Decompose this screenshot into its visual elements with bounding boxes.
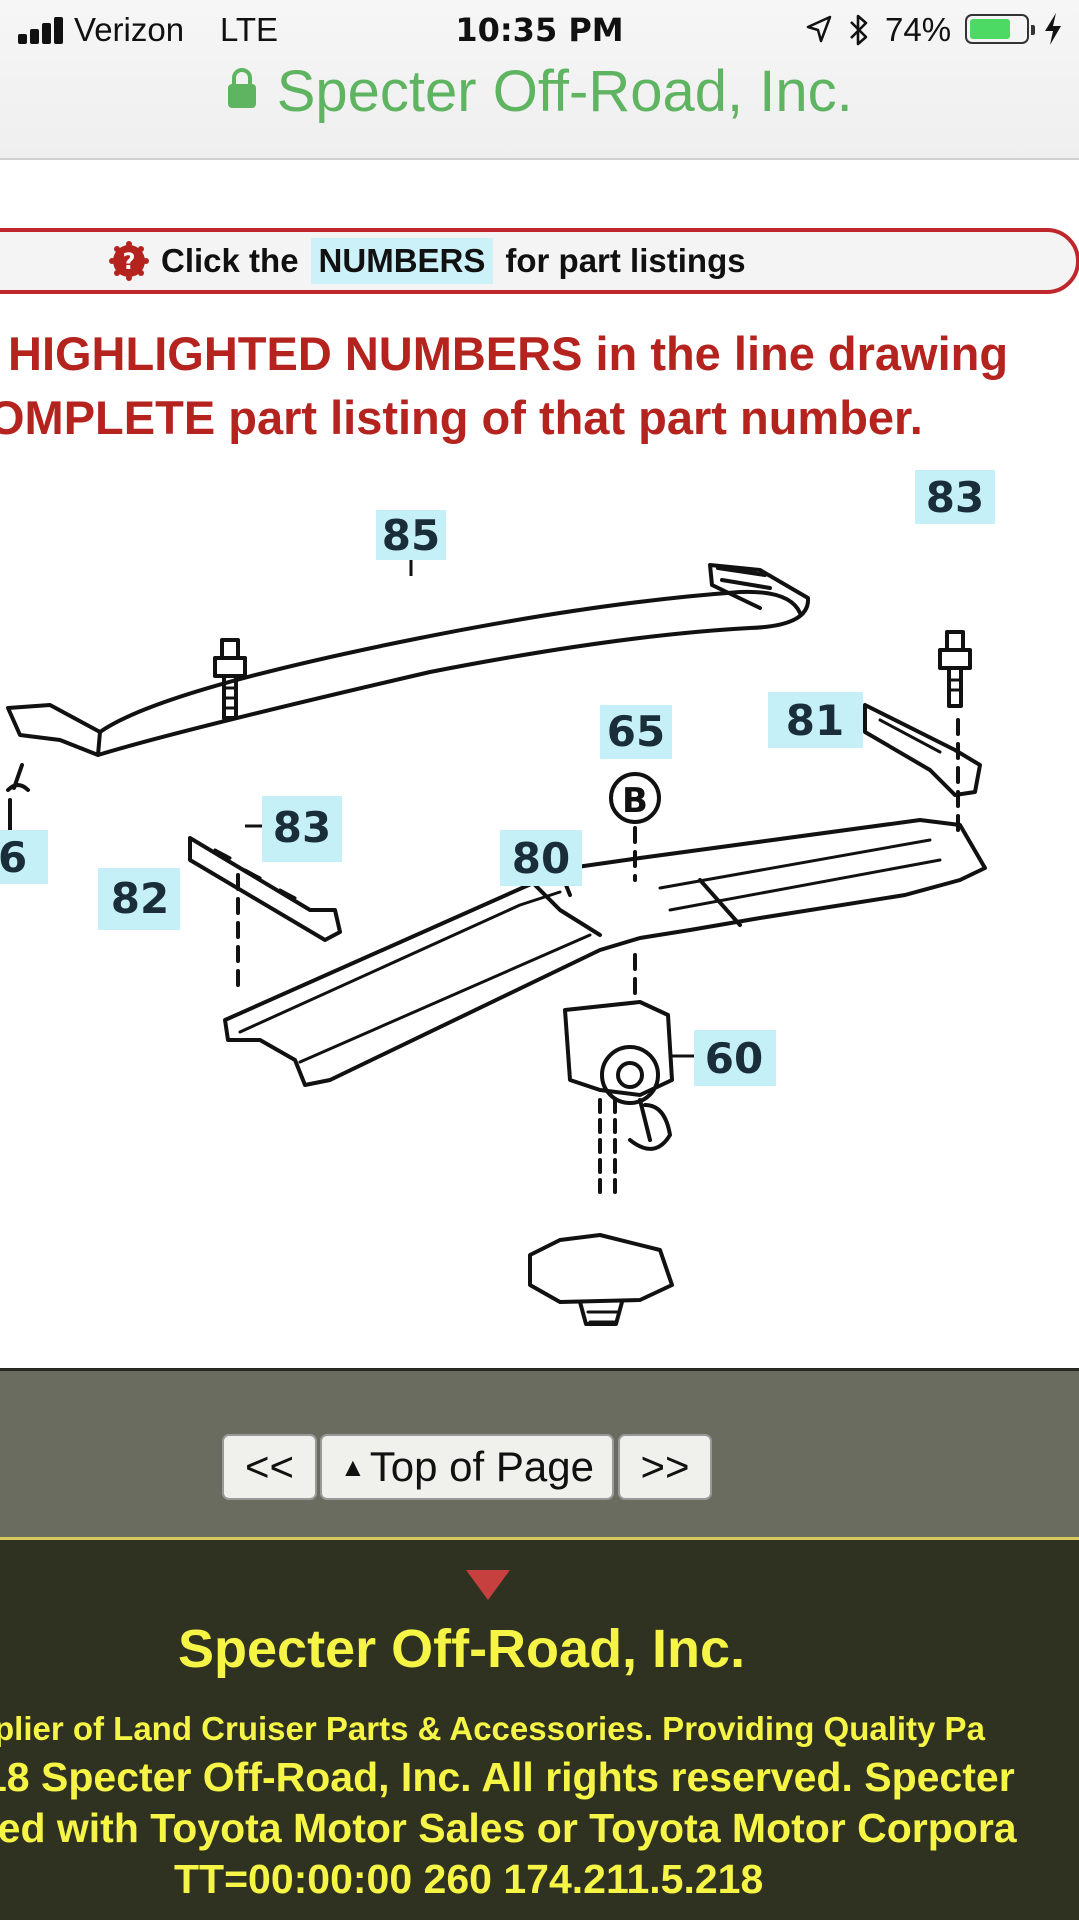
status-time: 10:35 PM [455, 11, 624, 49]
callout-65-label: 65 [607, 707, 665, 756]
browser-top-bar: Verizon LTE 10:35 PM 74% Specter Off-Roa… [0, 0, 1079, 160]
part-callout-85[interactable]: 85 [376, 510, 446, 576]
next-page-button[interactable]: >> [618, 1434, 712, 1500]
notice-line-2: OMPLETE part listing of that part number… [0, 391, 923, 444]
footer-server-info: TT=00:00:00 260 174.211.5.218 [174, 1856, 764, 1902]
instruction-banner: ? Click the NUMBERS for part listings [0, 228, 1079, 294]
signal-strength-icon [18, 16, 68, 44]
callout-86-label: 86 [0, 833, 27, 882]
bolt-left-drawing [213, 638, 247, 678]
parts-line-drawing: 85 83 81 65 B 86 83 82 80 60 [0, 470, 995, 1326]
previous-page-button[interactable]: << [222, 1434, 317, 1500]
part-callout-80[interactable]: 80 [500, 830, 582, 886]
callout-60-label: 60 [705, 1034, 763, 1083]
help-icon: ? [109, 241, 149, 281]
battery-icon [965, 14, 1035, 44]
part-callout-65[interactable]: 65 [600, 705, 672, 759]
crossmember-drawing [223, 818, 987, 1087]
banner-prefix: Click the [161, 242, 299, 279]
banner-numbers-highlight: NUMBERS [310, 238, 494, 284]
location-arrow-icon [806, 15, 832, 43]
callout-81-label: 81 [786, 696, 844, 745]
part-callout-83-right[interactable]: 83 [915, 470, 995, 524]
callout-80-label: 80 [512, 834, 570, 883]
callout-82-label: 82 [111, 874, 169, 923]
address-bar-site-name: Specter Off-Road, Inc. [276, 59, 853, 124]
notice-line-1: HIGHLIGHTED NUMBERS in the line drawing [8, 327, 1009, 380]
footer-disclaimer: ted with Toyota Motor Sales or Toyota Mo… [0, 1805, 1017, 1851]
bracket-left-drawing [188, 836, 342, 942]
page-navigation: << ▲ Top of Page >> [0, 1368, 1079, 1540]
svg-text:?: ? [123, 250, 136, 275]
address-bar[interactable]: Specter Off-Road, Inc. [0, 58, 1079, 125]
part-callout-81[interactable]: 81 [768, 692, 863, 748]
footer-title: Specter Off-Road, Inc. [178, 1619, 746, 1679]
stabilizer-bar-drawing [6, 703, 102, 757]
bracket-right-drawing [863, 703, 982, 797]
banner-suffix: for part listings [505, 242, 746, 279]
part-callout-83-left[interactable]: 83 [245, 796, 342, 862]
carrier-label: Verizon [74, 11, 185, 48]
lock-icon [228, 67, 257, 108]
charging-bolt-icon [1045, 13, 1061, 45]
footer-copyright: 18 Specter Off-Road, Inc. All rights res… [0, 1754, 1015, 1800]
network-type-label: LTE [220, 11, 279, 48]
b-marker-label: B [622, 781, 648, 821]
up-arrow-icon: ▲ [340, 1451, 366, 1482]
b-marker-circle [609, 772, 661, 824]
battery-level-fill [970, 19, 1010, 39]
part-callout-86[interactable]: 86 [0, 830, 48, 884]
callout-83-right-label: 83 [926, 473, 984, 522]
top-of-page-label: Top of Page [369, 1443, 594, 1490]
footer-tagline: plier of Land Cruiser Parts & Accessorie… [0, 1710, 985, 1747]
site-footer: Specter Off-Road, Inc. plier of Land Cru… [0, 1540, 1079, 1920]
top-of-page-button[interactable]: ▲ Top of Page [320, 1434, 614, 1500]
down-arrow-icon [466, 1570, 510, 1600]
part-callout-82[interactable]: 82 [98, 868, 180, 930]
callout-85-label: 85 [382, 511, 440, 560]
callout-83-left-label: 83 [273, 803, 331, 852]
bolt-right-drawing [938, 630, 972, 670]
bluetooth-icon [850, 14, 868, 46]
part-callout-60[interactable]: 60 [670, 1030, 776, 1086]
battery-percentage: 74% [885, 11, 952, 48]
